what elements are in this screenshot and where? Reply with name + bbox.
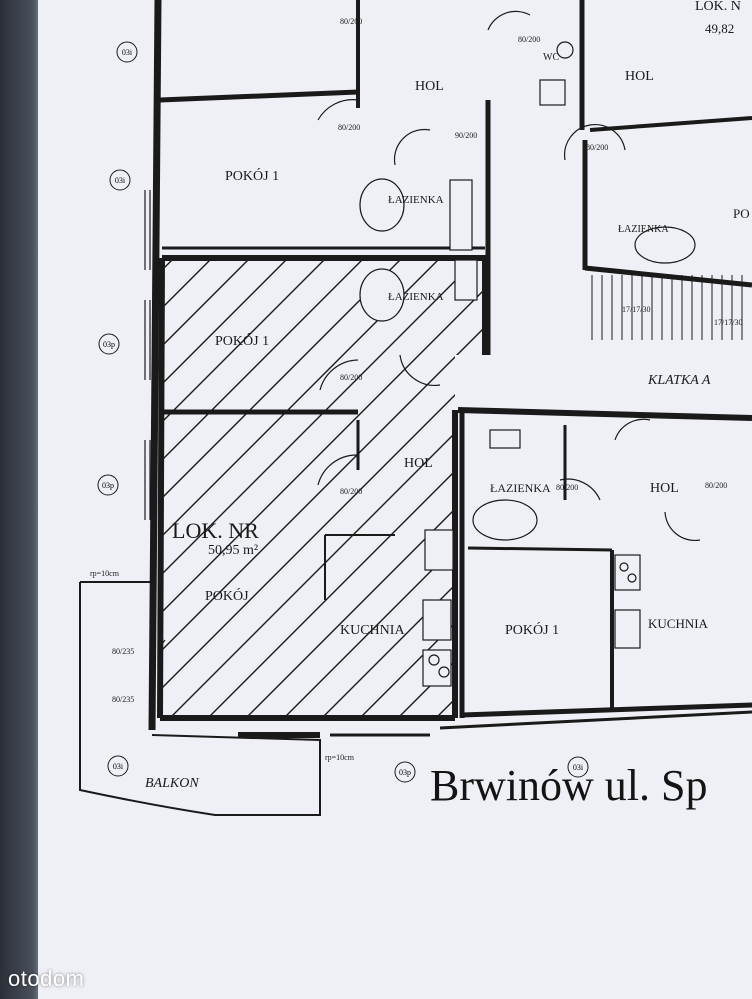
hatch-line bbox=[162, 258, 289, 718]
svg-text:80/200: 80/200 bbox=[705, 481, 727, 490]
axis-tag: 03i bbox=[109, 169, 131, 191]
unit-area-marked: 50,95 m² bbox=[208, 543, 258, 558]
otodom-watermark: otodom bbox=[8, 966, 85, 991]
hatch-line bbox=[162, 258, 441, 718]
unit-label-top-right: LOK. N bbox=[695, 0, 741, 14]
hatch-line bbox=[245, 258, 485, 718]
room-label-hol-marked: HOL bbox=[404, 456, 433, 471]
axis-tags: 03i 03i 03p 03p 03i 03p 03i bbox=[97, 41, 589, 783]
hatch-line bbox=[207, 258, 485, 718]
fixtures bbox=[359, 41, 696, 687]
room-label-balkon: BALKON bbox=[145, 776, 199, 791]
hatch-line bbox=[0, 258, 60, 718]
room-label-pokoj-edge: PO bbox=[733, 206, 750, 221]
svg-text:80/235: 80/235 bbox=[112, 695, 134, 704]
project-title: Brwinów ul. Sp bbox=[430, 761, 708, 810]
walls bbox=[79, 0, 752, 816]
room-label-hol-top-right: HOL bbox=[625, 69, 654, 84]
axis-tag: 03i bbox=[116, 41, 138, 63]
svg-text:17/17/30: 17/17/30 bbox=[622, 305, 650, 314]
axis-tag-label: 03i bbox=[122, 48, 133, 57]
stairs bbox=[591, 275, 743, 340]
door-swings bbox=[157, 10, 701, 671]
hatch-line bbox=[0, 258, 98, 718]
axis-tag-label: 03i bbox=[573, 763, 584, 772]
room-label-wc: WC bbox=[543, 52, 559, 63]
hatch-line bbox=[162, 258, 485, 718]
svg-text:80/200: 80/200 bbox=[556, 483, 578, 492]
room-label-pokoj-marked: POKÓJ bbox=[205, 587, 249, 604]
svg-text:80/200: 80/200 bbox=[586, 143, 608, 152]
axis-tag-label: 03p bbox=[399, 768, 411, 777]
svg-text:rp=10cm: rp=10cm bbox=[325, 753, 355, 762]
dimension-labels: 80/200 80/200 90/200 80/200 80/200 80/20… bbox=[90, 17, 742, 762]
room-label-pokoj1-marked: POKÓJ 1 bbox=[215, 332, 269, 349]
axis-tag-label: 03p bbox=[102, 481, 114, 490]
hatch-line bbox=[162, 258, 485, 718]
room-label-klatka: KLATKA A bbox=[647, 373, 711, 388]
axis-tag-label: 03p bbox=[103, 340, 115, 349]
svg-text:80/200: 80/200 bbox=[340, 487, 362, 496]
axis-tag-label: 03i bbox=[115, 176, 126, 185]
unit-area-top-right: 49,82 bbox=[705, 21, 734, 36]
room-label-lazienka-right: ŁAZIENKA bbox=[490, 481, 551, 495]
room-label-pokoj1-upper: POKÓJ 1 bbox=[225, 167, 279, 184]
hatch-line bbox=[162, 258, 327, 718]
axis-tag: 03i bbox=[567, 756, 589, 778]
svg-text:90/200: 90/200 bbox=[455, 131, 477, 140]
hatch-line bbox=[169, 258, 485, 718]
svg-text:80/200: 80/200 bbox=[340, 17, 362, 26]
window-marks bbox=[144, 190, 151, 520]
hatch-line bbox=[283, 258, 485, 718]
hatch-line bbox=[0, 258, 22, 718]
room-label-hol-right: HOL bbox=[650, 481, 679, 496]
svg-text:rp=10cm: rp=10cm bbox=[90, 569, 120, 578]
svg-text:17/17/30: 17/17/30 bbox=[714, 318, 742, 327]
room-label-hol-top: HOL bbox=[415, 79, 444, 94]
room-label-lazienka-top-right: ŁAZIENKA bbox=[618, 224, 669, 235]
room-label-kuchnia-marked: KUCHNIA bbox=[340, 623, 405, 638]
hatch-line bbox=[162, 258, 479, 718]
svg-text:80/200: 80/200 bbox=[340, 373, 362, 382]
hatch-line bbox=[162, 258, 485, 718]
axis-tag-label: 03i bbox=[113, 762, 124, 771]
svg-text:80/235: 80/235 bbox=[112, 647, 134, 656]
axis-tag: 03p bbox=[394, 761, 416, 783]
hatch-line bbox=[162, 258, 365, 718]
room-label-kuchnia-right: KUCHNIA bbox=[648, 616, 709, 631]
hatch-line bbox=[162, 258, 175, 718]
room-label-pokoj1-right: POKÓJ 1 bbox=[505, 621, 559, 638]
hatch-line bbox=[321, 258, 485, 718]
axis-tag: 03i bbox=[107, 755, 129, 777]
hatch-line bbox=[359, 258, 485, 718]
svg-text:80/200: 80/200 bbox=[518, 35, 540, 44]
svg-text:80/200: 80/200 bbox=[338, 123, 360, 132]
hatch-line bbox=[162, 258, 403, 718]
axis-tag: 03p bbox=[98, 333, 120, 355]
room-label-lazienka-marked: ŁAZIENKA bbox=[388, 291, 444, 303]
axis-tag: 03p bbox=[97, 474, 119, 496]
hatch-line bbox=[162, 258, 251, 718]
room-labels: POKÓJ 1 POKÓJ 1 HOL POKÓJ KUCHNIA HOL HO… bbox=[145, 0, 750, 791]
hatch-line bbox=[626, 258, 752, 718]
unit-label-marked: LOK. NR bbox=[172, 518, 259, 543]
room-label-lazienka-upper: ŁAZIENKA bbox=[388, 194, 444, 206]
